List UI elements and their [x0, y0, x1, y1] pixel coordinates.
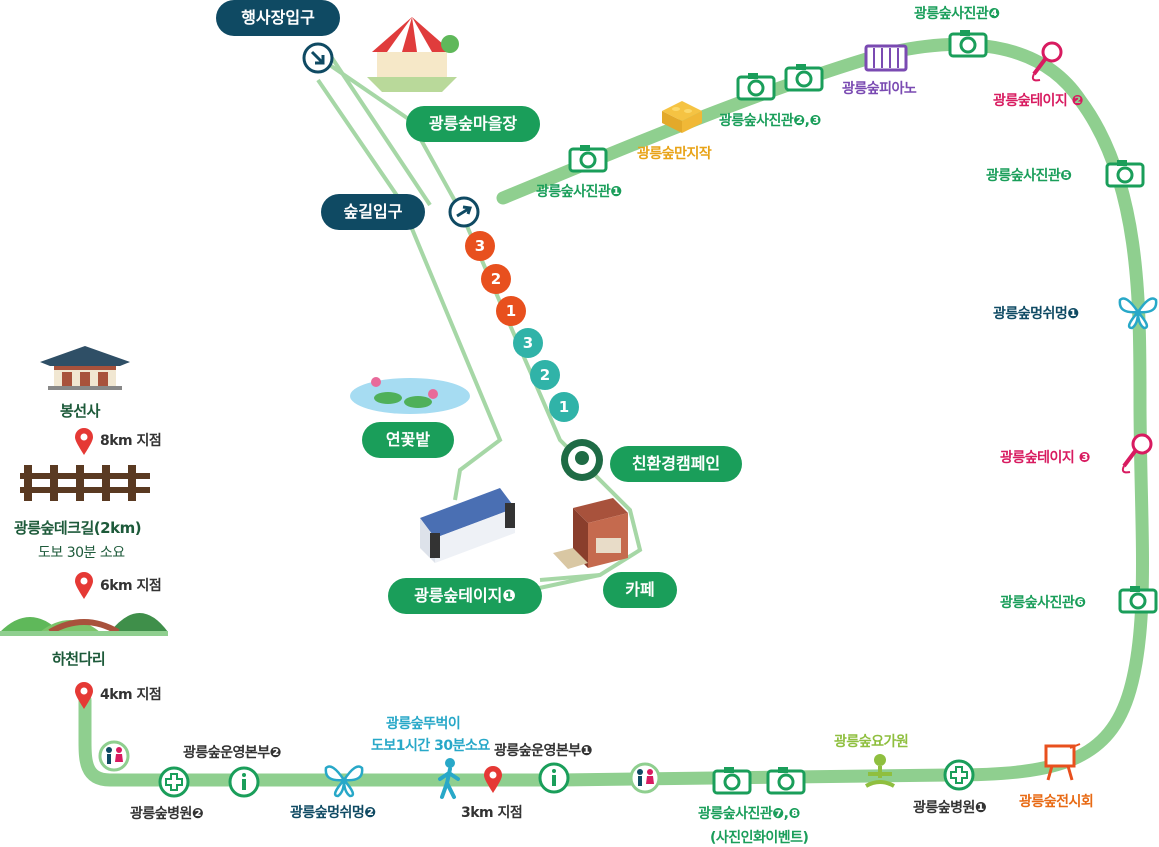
easel-icon	[1044, 743, 1081, 781]
camera-icon	[712, 767, 752, 795]
lotus-pond-icon	[350, 377, 470, 414]
butterfly-icon	[1118, 297, 1158, 330]
butterfly-icon	[324, 765, 364, 798]
walker-icon	[438, 758, 460, 799]
info-icon	[228, 766, 260, 798]
bridge-icon	[0, 613, 168, 636]
cafe-building-icon	[553, 498, 628, 569]
number-marker: 1	[549, 392, 579, 422]
deck-path	[539, 573, 601, 582]
camera-icon	[1118, 586, 1158, 614]
stage-2-label: 광릉숲테이지 ❷	[993, 93, 1084, 109]
piano-icon	[864, 44, 908, 72]
photo-7-8-label: 광릉숲사진관❼,❽	[698, 806, 800, 822]
number-marker: 3	[465, 231, 495, 261]
lego-label: 광릉숲만지작	[637, 146, 712, 162]
market-tent-icon	[367, 17, 459, 92]
temple-icon	[40, 346, 130, 390]
camera-icon	[1105, 160, 1145, 188]
microphone-icon	[1121, 433, 1153, 474]
rest-1-label: 광릉숲멍쉬멍❶	[993, 306, 1079, 322]
photo-1-label: 광릉숲사진관❶	[536, 184, 622, 200]
deck-time-label: 도보 30분 소요	[38, 545, 125, 561]
stage-3-label: 광릉숲테이지 ❸	[1000, 450, 1091, 466]
entrance-path-c	[328, 53, 432, 207]
eco-campaign-pill[interactable]: 친환경캠페인	[610, 446, 742, 482]
number-marker: 3	[513, 328, 543, 358]
entrance-path-b	[316, 78, 503, 501]
photo-4-label: 광릉숲사진관❹	[914, 6, 1000, 22]
bridge-label: 하천다리	[52, 650, 106, 668]
stage-icon	[420, 488, 515, 563]
walk-time-label: 도보1시간 30분소요	[371, 738, 490, 754]
first-aid-icon	[158, 766, 190, 798]
photo-2-3-label: 광릉숲사진관❷,❸	[719, 113, 821, 129]
rest-2-label: 광릉숲멍쉬멍❷	[290, 805, 376, 821]
event-entrance-label: 행사장입구	[216, 0, 340, 36]
camera-icon	[736, 73, 776, 101]
number-marker: 2	[530, 360, 560, 390]
location-pin-icon	[484, 766, 502, 793]
deck-label: 광릉숲데크길(2km)	[14, 519, 142, 537]
photo-6-label: 광릉숲사진관❻	[1000, 595, 1086, 611]
info-icon	[538, 762, 570, 794]
temple-label: 봉선사	[60, 402, 100, 420]
yoga-label: 광릉숲요가원	[834, 734, 909, 750]
lotus-field-pill[interactable]: 연꽃밭	[362, 422, 454, 458]
ops-1-label: 광릉숲운영본부❶	[494, 743, 593, 759]
km8-label: 8km 지점	[100, 433, 162, 449]
location-pin-icon	[75, 428, 93, 455]
restroom-icon	[629, 762, 661, 794]
stage-1-pill[interactable]: 광릉숲테이지❶	[388, 578, 542, 614]
ops-2-label: 광릉숲운영본부❷	[183, 745, 282, 761]
hospital-2-label: 광릉숲병원❷	[130, 806, 204, 822]
village-market-pill[interactable]: 광릉숲마을장	[406, 106, 540, 142]
first-aid-icon	[943, 759, 975, 791]
starbucks-logo	[561, 439, 603, 481]
photo-5-label: 광릉숲사진관❺	[986, 168, 1072, 184]
arrow-icon	[302, 42, 334, 74]
km4-label: 4km 지점	[100, 687, 162, 703]
km6-label: 6km 지점	[100, 578, 162, 594]
yoga-icon	[865, 754, 895, 788]
location-pin-icon	[75, 682, 93, 709]
photo-event-label: (사진인화이벤트)	[710, 830, 809, 846]
camera-icon	[568, 145, 608, 173]
number-marker: 1	[496, 296, 526, 326]
km3-label: 3km 지점	[461, 805, 523, 821]
walk-label: 광릉숲뚜벅이	[386, 716, 461, 732]
camera-icon	[784, 64, 824, 92]
cafe-pill[interactable]: 카페	[603, 572, 677, 608]
exhibition-label: 광릉숲전시회	[1019, 794, 1094, 810]
forest-entrance-label: 숲길입구	[321, 194, 425, 230]
main-route	[78, 37, 1149, 787]
hospital-1-label: 광릉숲병원❶	[913, 800, 987, 816]
number-marker: 2	[481, 264, 511, 294]
location-pin-icon	[75, 572, 93, 599]
piano-label: 광릉숲피아노	[842, 81, 917, 97]
microphone-icon	[1031, 41, 1063, 82]
fence-icon	[20, 465, 150, 501]
camera-icon	[766, 767, 806, 795]
lego-icon	[662, 101, 702, 133]
restroom-icon	[98, 740, 130, 772]
camera-icon	[948, 30, 988, 58]
arrow-icon	[448, 196, 480, 228]
